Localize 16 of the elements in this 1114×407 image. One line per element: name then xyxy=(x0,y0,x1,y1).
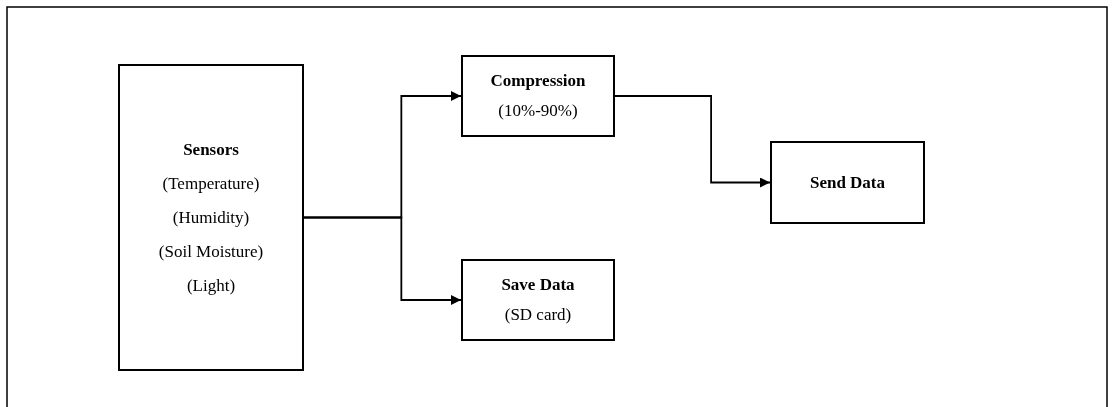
box-subtitle: (SD card) xyxy=(504,305,572,325)
process-box xyxy=(461,55,615,137)
box-title: Send Data xyxy=(809,172,886,193)
box-title: Save Data xyxy=(501,275,575,295)
box-subtitle: (Light) xyxy=(186,275,236,296)
connector-arrow xyxy=(614,95,771,188)
process-box xyxy=(770,141,925,224)
box-title: Sensors xyxy=(183,139,239,160)
process-box xyxy=(118,64,304,371)
box-subtitle: (Temperature) xyxy=(162,173,260,194)
box-subtitle: (Humidity) xyxy=(172,207,250,228)
connector-arrow xyxy=(303,216,462,305)
box-subtitle: (10%-90%) xyxy=(498,101,578,121)
box-subtitle: (Soil Moisture) xyxy=(158,241,264,262)
process-box xyxy=(461,259,615,341)
box-title: Compression xyxy=(490,71,586,91)
